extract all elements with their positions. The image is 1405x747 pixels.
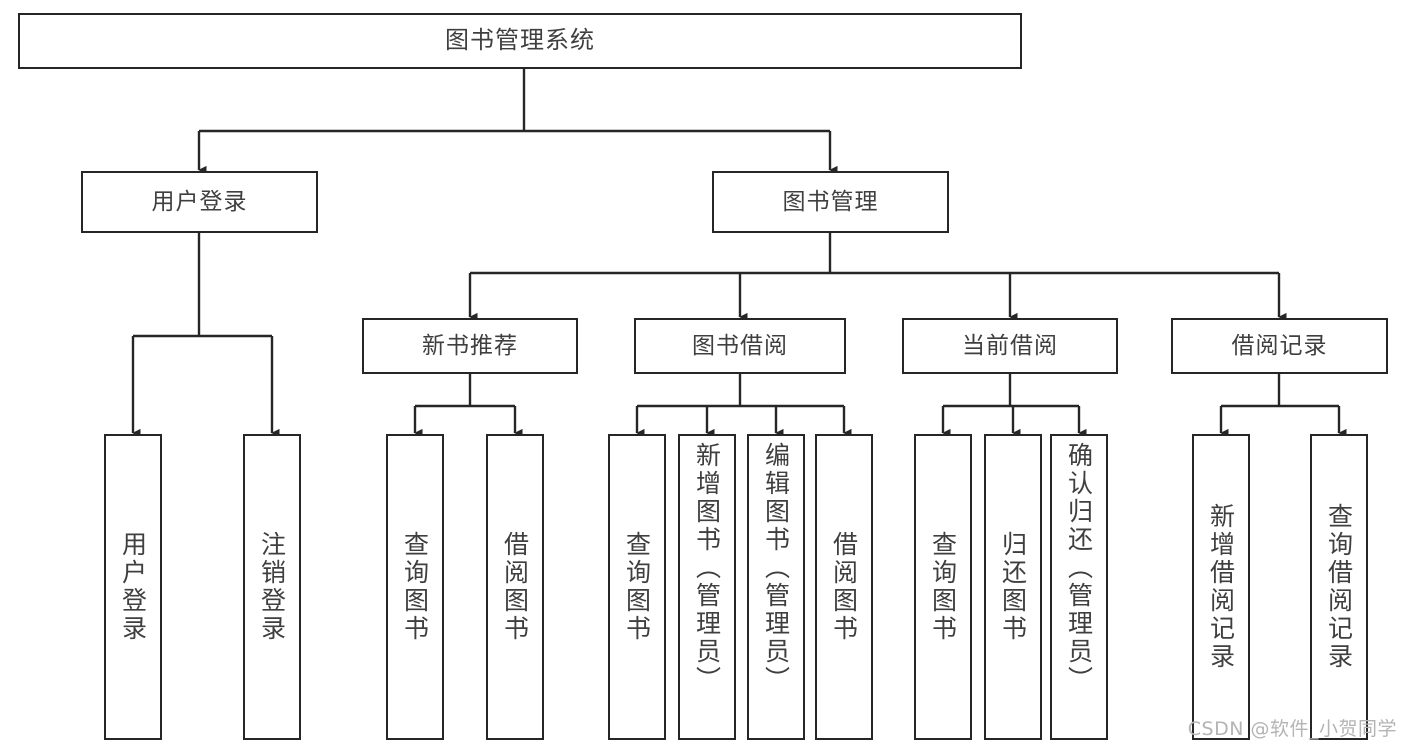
node-label: 查询图书 (622, 531, 652, 643)
node-leaf-12[interactable]: 查询借阅记录 (1310, 434, 1368, 740)
node-leaf-0[interactable]: 用户登录 (104, 434, 162, 740)
node-root-system[interactable]: 图书管理系统 (18, 13, 1022, 69)
node-label: 新增图书（管理员） (692, 442, 722, 694)
node-level2-0[interactable]: 新书推荐 (362, 318, 578, 374)
node-label: 借阅图书 (829, 531, 859, 643)
node-label: 用户登录 (151, 188, 248, 215)
node-label: 图书管理 (782, 188, 879, 215)
node-leaf-11[interactable]: 新增借阅记录 (1192, 434, 1250, 740)
csdn-watermark: CSDN @软件_小贺同学 (1187, 718, 1397, 740)
node-label: 新书推荐 (422, 332, 518, 359)
node-level1-1[interactable]: 图书管理 (712, 171, 949, 233)
node-label: 查询借阅记录 (1324, 503, 1354, 671)
node-label: 新增借阅记录 (1206, 503, 1236, 671)
node-label: 查询图书 (400, 531, 430, 643)
node-leaf-3[interactable]: 借阅图书 (486, 434, 544, 740)
node-leaf-10[interactable]: 确认归还（管理员） (1050, 434, 1108, 740)
node-level2-2[interactable]: 当前借阅 (902, 318, 1118, 374)
node-leaf-2[interactable]: 查询图书 (386, 434, 444, 740)
node-label: 注销登录 (257, 531, 287, 643)
node-leaf-6[interactable]: 编辑图书（管理员） (747, 434, 805, 740)
node-leaf-5[interactable]: 新增图书（管理员） (678, 434, 736, 740)
node-label: 图书管理系统 (445, 26, 595, 55)
node-leaf-7[interactable]: 借阅图书 (815, 434, 873, 740)
node-label: 查询图书 (928, 531, 958, 643)
node-leaf-8[interactable]: 查询图书 (914, 434, 972, 740)
node-label: 编辑图书（管理员） (761, 442, 791, 694)
node-leaf-9[interactable]: 归还图书 (984, 434, 1042, 740)
node-label: 归还图书 (998, 531, 1028, 643)
node-label: 当前借阅 (962, 332, 1058, 359)
node-level1-0[interactable]: 用户登录 (81, 171, 318, 233)
node-label: 用户登录 (118, 531, 148, 643)
node-label: 借阅图书 (500, 531, 530, 643)
node-leaf-1[interactable]: 注销登录 (243, 434, 301, 740)
node-label: 确认归还（管理员） (1064, 442, 1094, 694)
node-leaf-4[interactable]: 查询图书 (608, 434, 666, 740)
node-label: 借阅记录 (1231, 332, 1328, 359)
node-level2-1[interactable]: 图书借阅 (634, 318, 846, 374)
node-label: 图书借阅 (692, 332, 788, 359)
node-level2-3[interactable]: 借阅记录 (1171, 318, 1388, 374)
